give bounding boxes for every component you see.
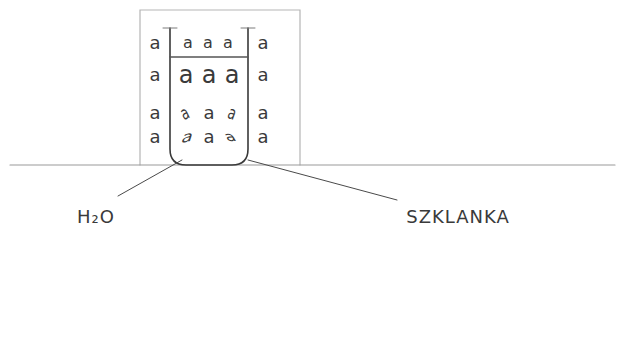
letter-a: a [225, 63, 240, 87]
letter-a: a [183, 35, 193, 51]
letter-a: a [149, 66, 160, 84]
glass-outline [170, 28, 248, 165]
letter-a: a [223, 35, 233, 51]
table-line [10, 164, 615, 165]
letter-a: a [257, 128, 268, 146]
letter-a: a [257, 66, 268, 84]
frame-outline [140, 10, 300, 165]
letter-a: a [149, 104, 160, 122]
distorted-letter-a: a [180, 128, 196, 146]
letter-a: a [149, 128, 160, 146]
letter-a: a [203, 35, 213, 51]
leader-line [118, 160, 182, 196]
letter-a: a [257, 104, 268, 122]
water-label: H₂O [77, 208, 115, 226]
distorted-letter-a: a [222, 131, 239, 144]
water-surface [170, 56, 248, 57]
glass-label: SZKLANKA [406, 208, 510, 226]
letter-a: a [257, 34, 268, 52]
letter-a: a [202, 63, 217, 87]
leader-line [248, 160, 397, 200]
distorted-letter-a: a [178, 103, 193, 123]
glass-rim [163, 28, 255, 29]
letter-a: a [149, 34, 160, 52]
letter-a: a [179, 63, 194, 87]
letter-a: a [203, 128, 214, 146]
distorted-letter-a: a [226, 103, 239, 123]
letter-a: a [203, 104, 214, 122]
